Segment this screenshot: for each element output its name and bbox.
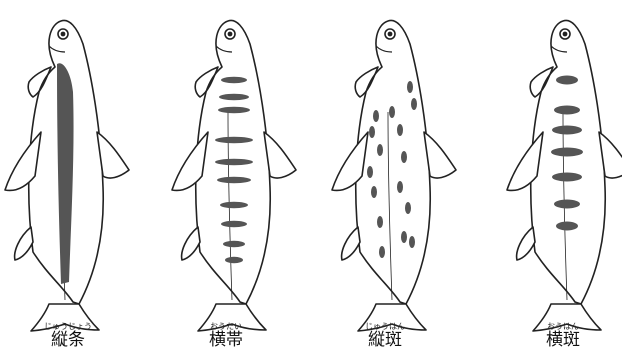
anal-fin bbox=[15, 227, 33, 260]
fish-vertical-stripe bbox=[5, 20, 129, 331]
band-mark bbox=[217, 177, 251, 183]
spot-mark bbox=[397, 181, 403, 193]
spot-mark bbox=[407, 81, 413, 93]
label-vertical-spots: じゅうはん 縦斑 bbox=[330, 322, 440, 349]
fish-vertical-spots bbox=[332, 20, 456, 331]
spot-mark bbox=[411, 98, 417, 110]
spot-mark bbox=[373, 110, 379, 122]
spot-mark bbox=[556, 222, 578, 231]
fish-body bbox=[356, 20, 431, 304]
spot-mark bbox=[401, 151, 407, 163]
band-mark bbox=[225, 257, 243, 263]
band-mark bbox=[219, 94, 249, 100]
spot-mark bbox=[371, 186, 377, 198]
spot-mark bbox=[552, 126, 582, 135]
label-vertical-stripe: じゅうじょう 縦条 bbox=[13, 322, 123, 349]
dorsal-fin bbox=[97, 132, 129, 178]
fish-outline bbox=[5, 20, 129, 331]
fish-horizontal-bands bbox=[172, 20, 296, 331]
band-mark bbox=[221, 77, 247, 83]
spot-mark bbox=[389, 106, 395, 118]
spot-mark bbox=[554, 200, 580, 209]
fish-body bbox=[531, 20, 606, 304]
spot-mark bbox=[554, 106, 580, 115]
spot-mark bbox=[405, 202, 411, 214]
band-mark bbox=[221, 221, 247, 227]
label-horizontal-bands: おうたい 横帯 bbox=[171, 322, 281, 349]
dorsal-fin bbox=[424, 132, 456, 178]
spot-mark bbox=[369, 126, 375, 138]
spot-mark bbox=[377, 216, 383, 228]
fish-outline bbox=[172, 20, 296, 331]
spot-mark bbox=[379, 246, 385, 258]
spot-mark bbox=[401, 231, 407, 243]
fish-outline bbox=[332, 20, 456, 331]
eye-pupil bbox=[61, 32, 66, 37]
spot-mark bbox=[551, 148, 583, 157]
eye-pupil bbox=[563, 32, 568, 37]
name-vertical-spots: 縦斑 bbox=[330, 331, 440, 349]
anal-fin bbox=[342, 227, 360, 260]
eye-pupil bbox=[388, 32, 393, 37]
band-mark bbox=[218, 107, 250, 113]
label-horizontal-spots: おうはん 横斑 bbox=[508, 322, 618, 349]
name-horizontal-spots: 横斑 bbox=[508, 331, 618, 349]
anal-fin bbox=[182, 227, 200, 260]
spot-mark bbox=[367, 166, 373, 178]
spot-mark bbox=[377, 144, 383, 156]
band-mark bbox=[215, 137, 253, 143]
eye-pupil bbox=[228, 32, 233, 37]
spot-mark bbox=[556, 76, 578, 85]
spot-mark bbox=[397, 124, 403, 136]
name-vertical-stripe: 縦条 bbox=[13, 331, 123, 349]
band-mark bbox=[220, 202, 248, 208]
band-mark bbox=[223, 241, 245, 247]
spot-mark bbox=[409, 236, 415, 248]
spot-mark bbox=[552, 173, 582, 182]
fish-horizontal-spots bbox=[507, 20, 622, 331]
fish-outline bbox=[507, 20, 622, 331]
name-horizontal-bands: 横帯 bbox=[171, 331, 281, 349]
band-mark bbox=[215, 159, 253, 165]
dorsal-fin bbox=[264, 132, 296, 178]
anal-fin bbox=[517, 227, 535, 260]
